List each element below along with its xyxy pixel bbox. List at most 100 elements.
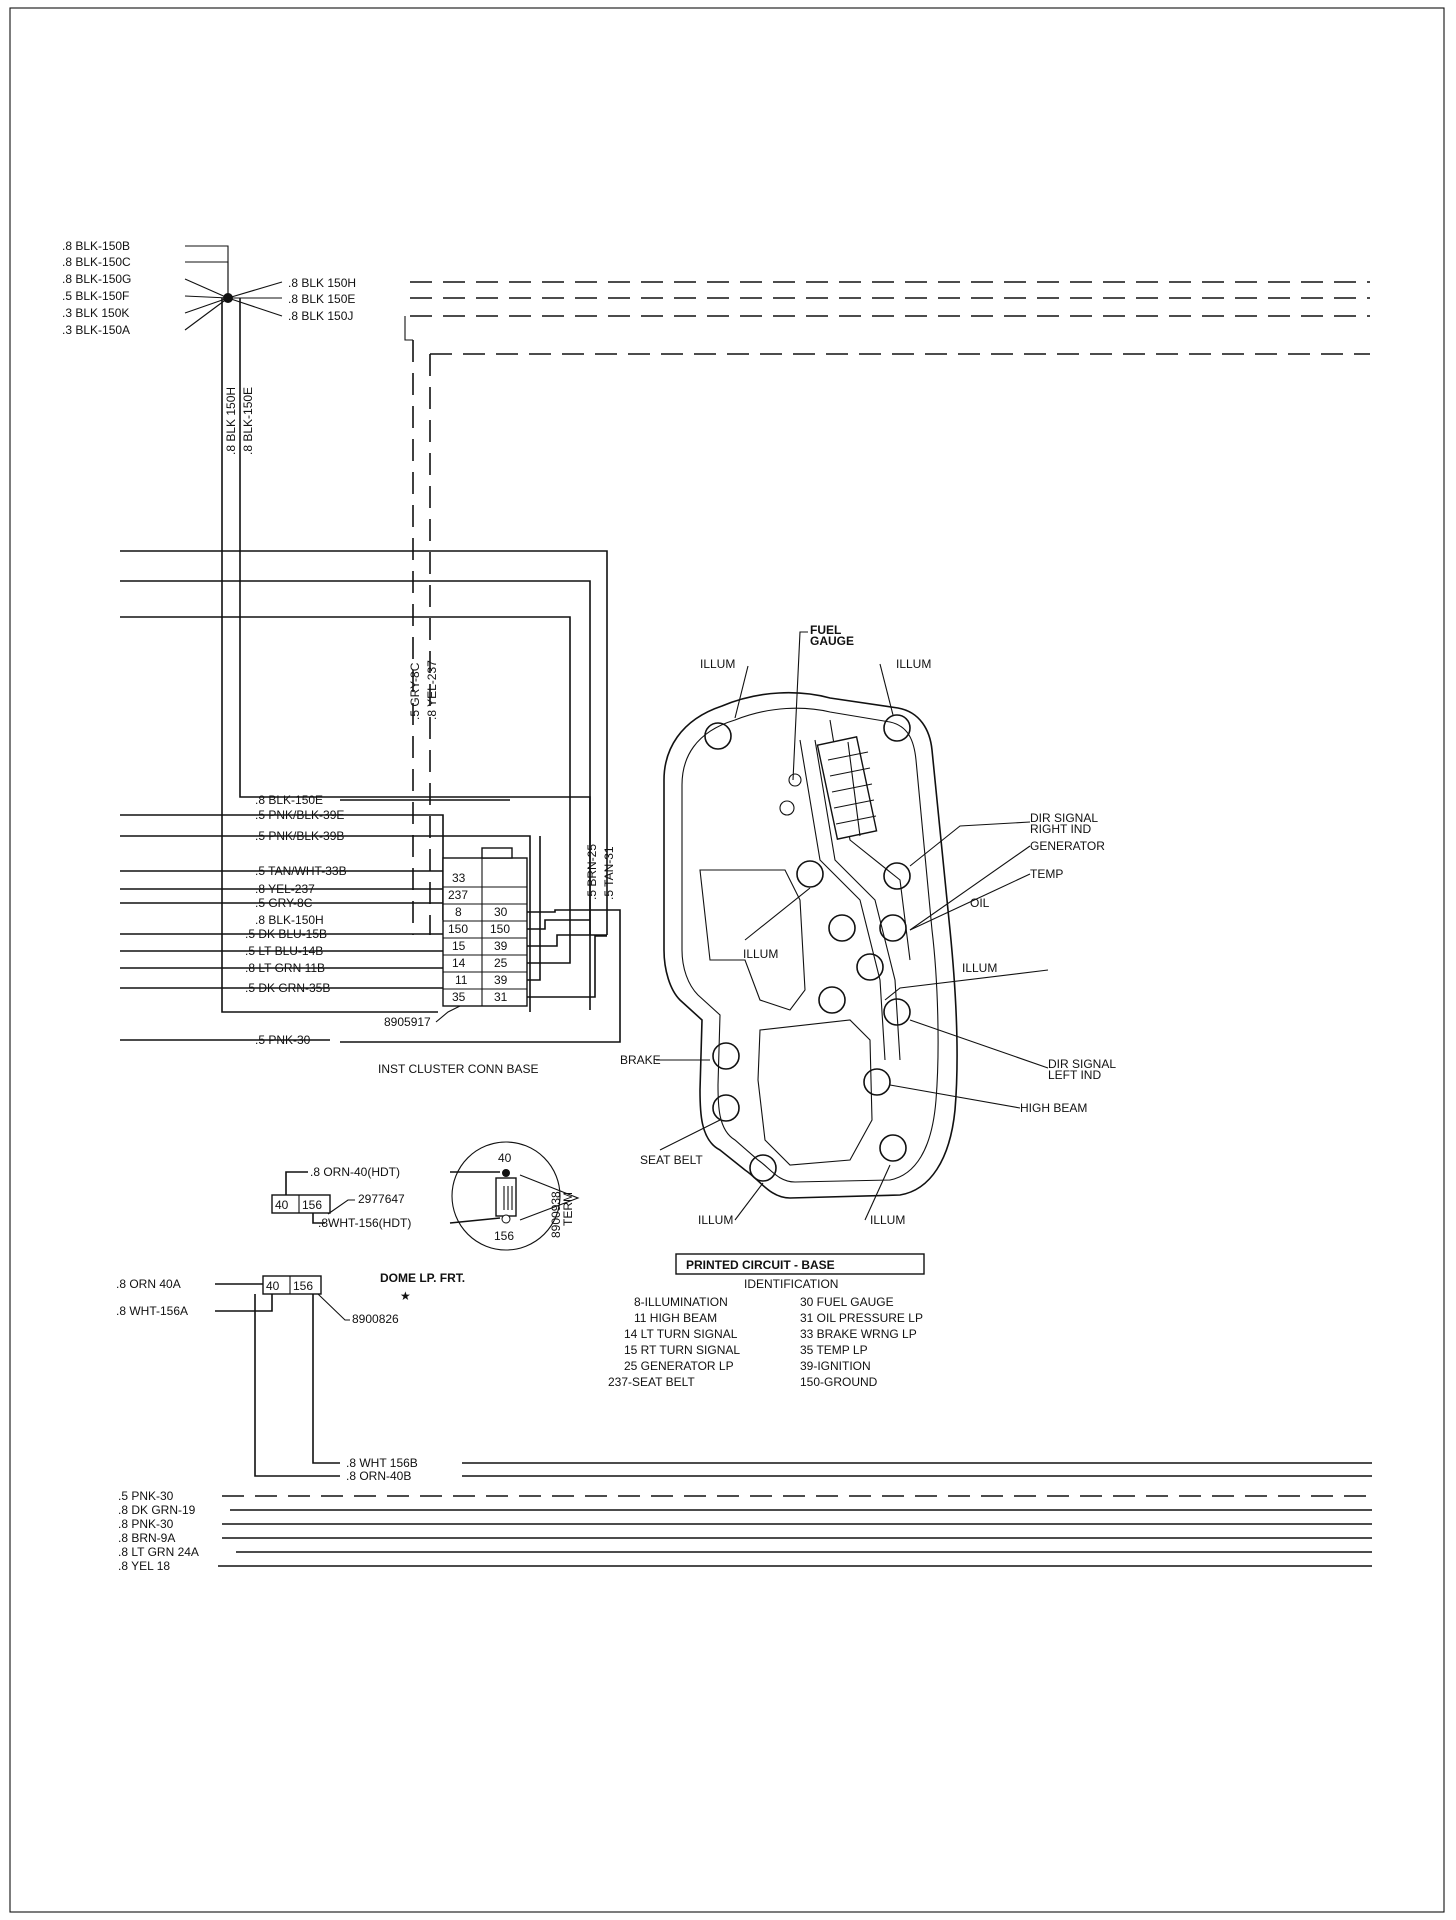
wire-feed-1: [120, 550, 608, 935]
legend: PRINTED CIRCUIT - BASE IDENTIFICATION 8-…: [608, 1253, 925, 1389]
legend-item: 30 FUEL GAUGE: [800, 1295, 894, 1309]
wire-label: .8 BLK 150J: [288, 309, 353, 323]
wire-label: .8 BLK-150H: [255, 913, 324, 927]
pin-label: 39: [494, 939, 508, 953]
wire-label-vertical: .8 YEL-237: [425, 660, 439, 720]
wire-label: .8 DK GRN-19: [118, 1503, 196, 1517]
splice-left-wires: .8 BLK-150B .8 BLK-150C .8 BLK-150G .5 B…: [62, 239, 229, 337]
wire-label: .8 LT GRN 24A: [118, 1545, 199, 1559]
legend-item: 35 TEMP LP: [800, 1343, 868, 1357]
pin-label: 35: [452, 990, 466, 1004]
wire-label: .8 LT GRN 11B: [245, 961, 325, 975]
circuit-labels: FUEL GAUGE ILLUM ILLUM ILLUM ILLUM ILLUM…: [620, 623, 1116, 1227]
terminal-circle: [451, 1141, 561, 1251]
legend-item: 150-GROUND: [800, 1375, 878, 1389]
legend-item: 15 RT TURN SIGNAL: [624, 1343, 740, 1357]
label-generator: GENERATOR: [1030, 839, 1105, 853]
wire-label: .5 PNK/BLK-39E: [255, 808, 344, 822]
legend-item: 237-SEAT BELT: [608, 1375, 695, 1389]
pin-label: 14: [452, 956, 466, 970]
wire-label-vertical: .5 BRN-25: [585, 844, 599, 900]
pin-label: 40: [498, 1151, 512, 1165]
wire-label: .8 PNK-30: [118, 1517, 174, 1531]
wire-label: .5 PNK-30: [255, 1033, 311, 1047]
wire-label: .5 BLK-150F: [62, 289, 129, 303]
wire-blk-150h: [221, 298, 438, 1013]
label-illum: ILLUM: [743, 947, 778, 961]
pin-label: 15: [452, 939, 466, 953]
legend-item: 11 HIGH BEAM: [634, 1311, 717, 1325]
page-border: [9, 7, 1445, 1913]
label-temp: TEMP: [1030, 867, 1063, 881]
pin-label: 31: [494, 990, 508, 1004]
connector-part-number: 8905917: [384, 1015, 431, 1029]
wire-label-vertical: .5 TAN-31: [602, 846, 616, 900]
wire-label-vertical: .8 BLK 150H: [224, 387, 238, 455]
label-dir-signal-right: RIGHT IND: [1030, 822, 1091, 836]
label-seat-belt: SEAT BELT: [640, 1153, 703, 1167]
pin-label: 40: [275, 1198, 289, 1212]
wire-label: .8 BLK 150E: [288, 292, 355, 306]
label-illum: ILLUM: [698, 1213, 733, 1227]
legend-title: PRINTED CIRCUIT - BASE: [686, 1258, 835, 1272]
wire-label: .8 YEL-237: [255, 882, 315, 896]
wire-label: .8 BLK-150C: [62, 255, 131, 269]
wire-label: .8 BLK-150G: [62, 272, 131, 286]
pin-label: 8: [455, 905, 462, 919]
label-high-beam: HIGH BEAM: [1020, 1101, 1087, 1115]
legend-item: 33 BRAKE WRNG LP: [800, 1327, 917, 1341]
pin-label: 25: [494, 956, 508, 970]
label-dir-signal-right: DIR SIGNAL: [1030, 811, 1098, 825]
legend-subtitle: IDENTIFICATION: [744, 1277, 838, 1291]
wire-label: .8 BLK-150B: [62, 239, 130, 253]
legend-item: 39-IGNITION: [800, 1359, 871, 1373]
wire-feed-3: [120, 616, 571, 918]
label-fuel-gauge: FUEL: [810, 623, 841, 637]
legend-item: 25 GENERATOR LP: [624, 1359, 734, 1373]
wire-label: .8 BLK-150E: [255, 793, 323, 807]
legend-title-box: [675, 1253, 925, 1275]
wire-label: .5 LT BLU-14B: [245, 944, 323, 958]
dome-lamp-title: DOME LP. FRT.: [380, 1271, 465, 1285]
pin-label: 156: [293, 1279, 313, 1293]
label-fuel-gauge: GAUGE: [810, 634, 854, 648]
wire-label: .8 WHT-156A: [116, 1304, 188, 1318]
pin-label: 156: [494, 1229, 514, 1243]
wire-label: .8 ORN-40B: [346, 1469, 411, 1483]
wire-label: .5 PNK/BLK-39B: [255, 829, 344, 843]
pin-label: 40: [266, 1279, 280, 1293]
pin-label: 30: [494, 905, 508, 919]
dome-lamp-star: ★: [400, 1289, 411, 1303]
printed-circuit: [656, 631, 1049, 1221]
pin-label: 150: [448, 922, 468, 936]
connector-part-number: 2977647: [358, 1192, 405, 1206]
wire-label: .5 TAN/WHT-33B: [255, 864, 347, 878]
wire-jog: [404, 316, 413, 341]
wire-label-vertical: .5 GRY-8C: [408, 662, 422, 720]
label-illum: ILLUM: [700, 657, 735, 671]
pin-label: 237: [448, 888, 468, 902]
legend-item: 8-ILLUMINATION: [634, 1295, 728, 1309]
wire-label: .3 BLK 150K: [62, 306, 129, 320]
wire-label: .5 DK GRN-35B: [245, 981, 330, 995]
dome-terminal: .8 ORN-40(HDT) .8WHT-156(HDT) 40 156 297…: [271, 1141, 580, 1251]
wire-label: .5 GRY-8C: [255, 896, 313, 910]
wire-label: .5 PNK-30: [118, 1489, 174, 1503]
label-dir-signal-left: LEFT IND: [1048, 1068, 1101, 1082]
pin-label: 39: [494, 973, 508, 987]
connector-title: INST CLUSTER CONN BASE: [378, 1062, 538, 1076]
pin-label: 11: [455, 973, 468, 987]
dome-lamp-part: 8900826: [352, 1312, 399, 1326]
cluster-connector: .8 BLK-150E .5 PNK/BLK-39E .5 PNK/BLK-39…: [120, 793, 621, 1076]
label-illum: ILLUM: [870, 1213, 905, 1227]
wire-label: .8 YEL 18: [118, 1559, 170, 1573]
wire-label: .8 ORN 40A: [116, 1277, 181, 1291]
wire-label: .8 ORN-40(HDT): [310, 1165, 400, 1179]
wire-label: .8WHT-156(HDT): [318, 1216, 411, 1230]
legend-item: 14 LT TURN SIGNAL: [624, 1327, 738, 1341]
wire-feed-2: [120, 580, 591, 935]
label-dir-signal-left: DIR SIGNAL: [1048, 1057, 1116, 1071]
wire-label: .8 WHT 156B: [346, 1456, 418, 1470]
splice-right-wires: .8 BLK 150H .8 BLK 150E .8 BLK 150J: [227, 276, 1370, 323]
